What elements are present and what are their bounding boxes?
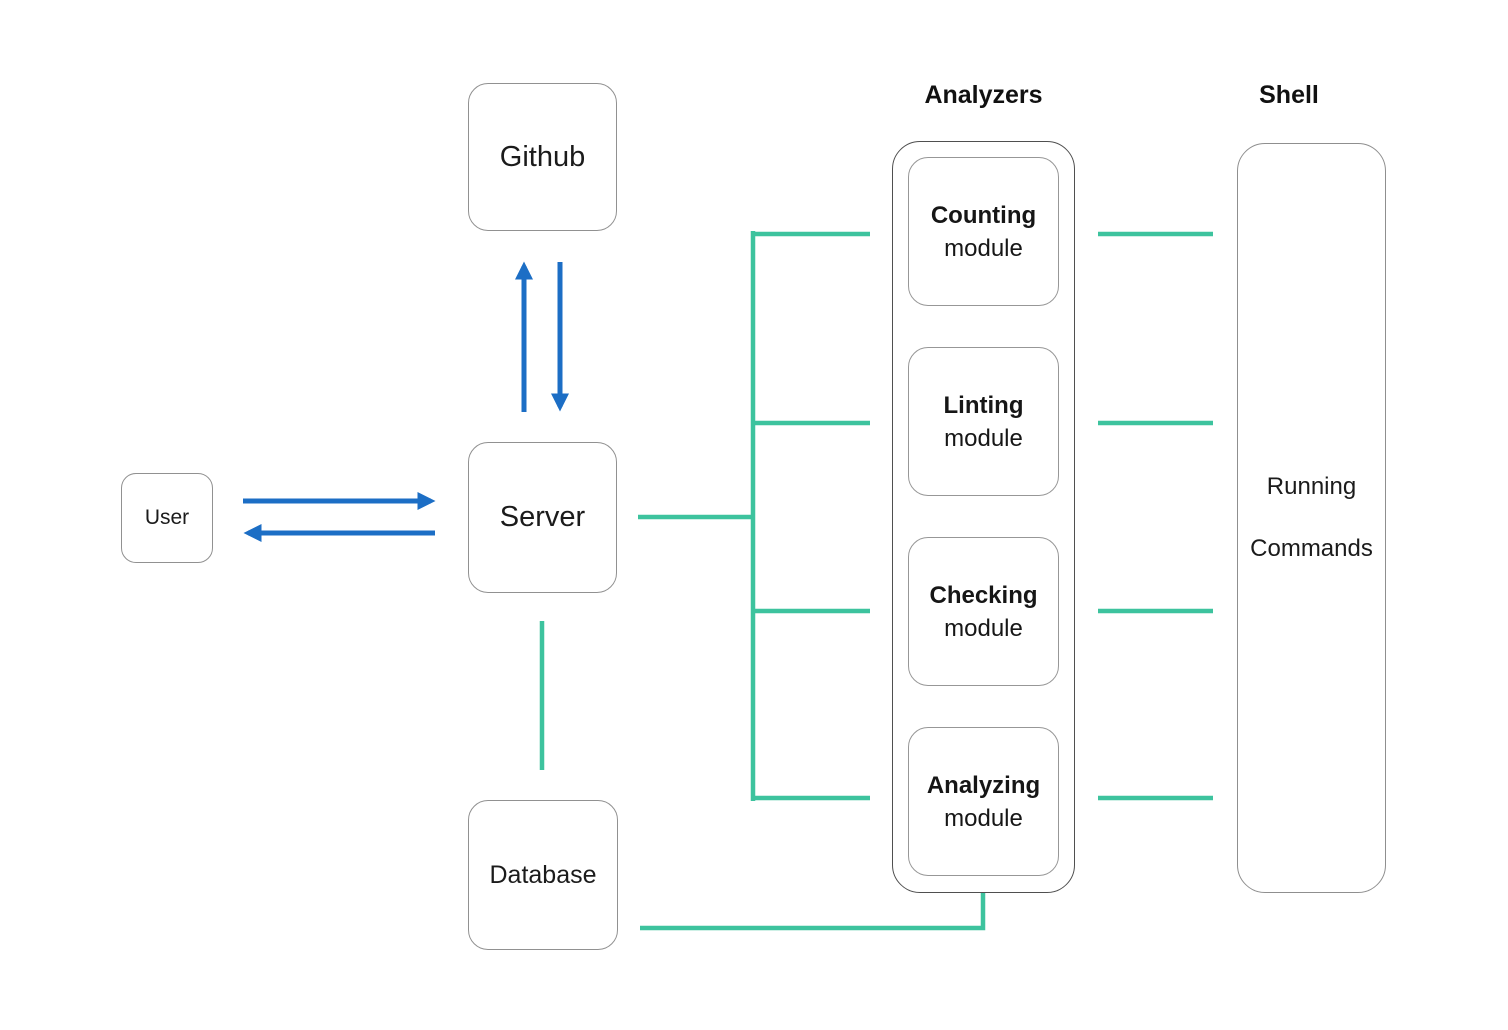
- node-server-label: Server: [499, 501, 586, 533]
- module-counting-type: module: [944, 234, 1023, 262]
- node-database: Database: [468, 800, 618, 950]
- node-user-label: User: [144, 506, 190, 529]
- node-github-label: Github: [499, 140, 586, 173]
- module-analyzing: Analyzing module: [908, 727, 1059, 876]
- module-checking-name: Checking: [929, 581, 1038, 609]
- node-database-label: Database: [489, 860, 597, 889]
- module-counting-name: Counting: [930, 201, 1037, 229]
- node-server: Server: [468, 442, 617, 593]
- shell-line-running: Running: [1266, 473, 1357, 500]
- module-counting: Counting module: [908, 157, 1059, 306]
- module-checking-type: module: [944, 614, 1023, 642]
- module-linting-type: module: [944, 424, 1023, 452]
- module-analyzing-type: module: [944, 804, 1023, 832]
- node-user: User: [121, 473, 213, 563]
- shell-box: Running Commands: [1237, 143, 1386, 893]
- analyzers-title: Analyzers: [924, 81, 1043, 109]
- shell-line-commands: Commands: [1250, 535, 1373, 562]
- shell-title: Shell: [1259, 81, 1319, 109]
- node-github: Github: [468, 83, 617, 231]
- module-checking: Checking module: [908, 537, 1059, 686]
- analyzers-container: Counting module Linting module Checking …: [892, 141, 1075, 893]
- module-analyzing-name: Analyzing: [926, 771, 1041, 799]
- module-linting-name: Linting: [943, 391, 1024, 419]
- module-linting: Linting module: [908, 347, 1059, 496]
- green-line-database-to-analyzers: [640, 892, 986, 931]
